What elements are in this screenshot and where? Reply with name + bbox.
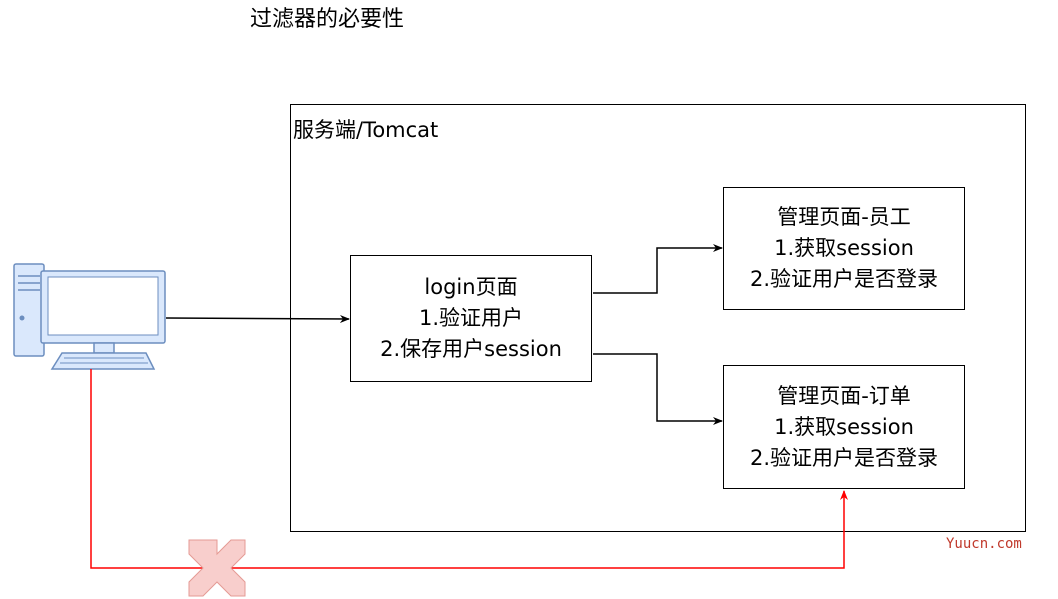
- order-node-step-2: 2.验证用户是否登录: [749, 445, 939, 470]
- login-node-step-1: 1.验证用户: [418, 306, 524, 330]
- employee-node-step-1: 1.获取session: [774, 236, 914, 260]
- blocked-direct-access-path: [90, 369, 848, 569]
- order-node-title: 管理页面-订单: [777, 383, 911, 408]
- watermark: Yuucn.com: [946, 536, 1022, 552]
- employee-page-node: 管理页面-员工 1.获取session 2.验证用户是否登录: [723, 187, 965, 310]
- login-node-step-2: 2.保存用户session: [380, 337, 562, 361]
- employee-node-step-2: 2.验证用户是否登录: [749, 267, 939, 291]
- order-page-node: 管理页面-订单 1.获取session 2.验证用户是否登录: [723, 365, 965, 489]
- employee-node-title: 管理页面-员工: [777, 205, 911, 229]
- order-node-step-1: 1.获取session: [774, 414, 914, 439]
- cross-icon: [188, 539, 246, 597]
- login-node-title: login页面: [424, 275, 518, 299]
- connector-login-to-employee: [593, 244, 723, 294]
- login-page-node: login页面 1.验证用户 2.保存用户session: [350, 255, 592, 382]
- page-title: 过滤器的必要性: [250, 7, 405, 32]
- server-label: 服务端/Tomcat: [293, 118, 439, 142]
- computer-icon: [13, 263, 166, 370]
- connector-client-to-login: [165, 314, 350, 323]
- connector-login-to-order: [593, 353, 723, 425]
